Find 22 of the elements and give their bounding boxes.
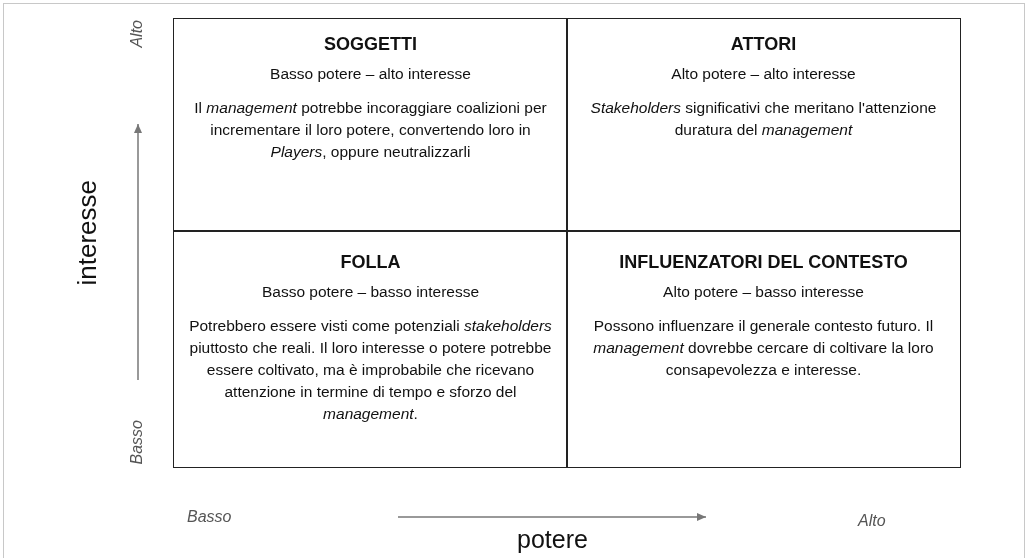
quadrant-description: Possono influenzare il generale contesto futuro. Il management dovrebbe cercare di coltivare la loro consapevolezza e interesse. — [592, 316, 935, 380]
quadrant-description: Potrebbero essere visti come potenziali stakeholders piuttosto che reali. Il loro interesse o potere potrebbe essere coltivato, ma è improbabile che ricevano attenzione in termine di tempo e sforzo del management. — [188, 316, 553, 424]
axis-end-label: Alto — [128, 20, 146, 48]
quadrant-description: Stakeholders significativi che meritano l'attenzione duratura del management — [589, 98, 938, 140]
axis-title: potere — [517, 525, 588, 554]
quadrant-title: FOLLA — [340, 251, 401, 273]
matrix-quadrant — [173, 18, 568, 232]
axis-end-label: Alto — [858, 512, 886, 530]
quadrant-subtitle: Basso potere – basso interesse — [261, 283, 480, 301]
quadrant-description: Il management potrebbe incoraggiare coalizioni per incrementare il loro potere, convertendo loro in Players, oppure neutralizzarli — [193, 98, 548, 162]
quadrant-subtitle: Alto potere – basso interesse — [663, 283, 864, 301]
quadrant-title: INFLUENZATORI DEL CONTESTO — [619, 251, 908, 273]
quadrant-title: SOGGETTI — [324, 33, 417, 55]
axis-end-label: Basso — [128, 420, 146, 465]
matrix-quadrant — [566, 230, 961, 468]
quadrant-subtitle: Basso potere – alto interesse — [270, 65, 471, 83]
quadrant-subtitle: Alto potere – alto interesse — [671, 65, 856, 83]
matrix-quadrant — [566, 18, 961, 232]
matrix-quadrant — [173, 230, 568, 468]
quadrant-title: ATTORI — [730, 33, 797, 55]
axis-title: interesse — [72, 180, 103, 286]
axis-end-label: Basso — [187, 508, 232, 526]
